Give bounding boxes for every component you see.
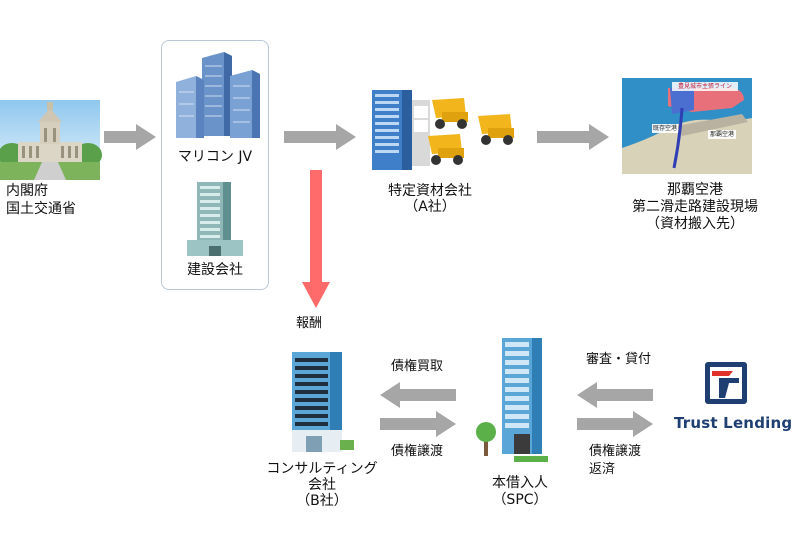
airport-map: 豊見城市主張ライン 既存空港 那覇空港 bbox=[622, 78, 752, 174]
debt-purchase-arrow bbox=[380, 382, 456, 408]
spc-label: 本借入人 （SPC） bbox=[492, 475, 548, 508]
debt-transfer-left-arrow bbox=[380, 411, 456, 437]
map-route-label: 豊見城市主張ライン bbox=[677, 83, 732, 90]
debt-transfer-left-label: 債権譲渡 bbox=[391, 444, 444, 459]
trust-lending-label: Trust Lending bbox=[674, 414, 793, 432]
office-towers-icon bbox=[176, 52, 260, 138]
repay-label: 返済 bbox=[589, 462, 616, 477]
airport-label: 那覇空港 第二滑走路建設現場 （資材搬入先） bbox=[632, 182, 758, 232]
construction-company-building-icon bbox=[187, 182, 243, 256]
arrow-materials-to-airport bbox=[537, 124, 609, 150]
debt-transfer-right-arrow bbox=[577, 411, 653, 437]
construction-company-label: 建設会社 bbox=[187, 262, 243, 278]
map-existing-airport-label: 既存空港 bbox=[652, 125, 677, 132]
arrow-gov-to-jv bbox=[104, 124, 156, 150]
arrow-jv-to-materials bbox=[284, 124, 356, 150]
debt-purchase-label: 債権買取 bbox=[391, 359, 444, 374]
materials-company-icon bbox=[372, 90, 514, 170]
reward-label: 報酬 bbox=[296, 316, 323, 331]
consulting-company-building-icon bbox=[292, 352, 354, 452]
reward-arrow bbox=[302, 170, 330, 308]
materials-company-label: 特定資材会社 （A社） bbox=[388, 183, 472, 215]
spc-building-icon bbox=[476, 338, 548, 462]
map-naha-airport-label: 那覇空港 bbox=[709, 131, 734, 138]
trust-lending-logo-icon bbox=[705, 362, 747, 404]
contractor-group-box bbox=[161, 40, 269, 290]
debt-transfer-right-label: 債権譲渡 bbox=[589, 444, 642, 459]
consulting-company-label: コンサルティング 会社 （B社） bbox=[266, 461, 378, 509]
review-loan-arrow bbox=[577, 382, 653, 408]
government-label: 内閣府 国土交通省 bbox=[6, 183, 76, 217]
marikon-jv-label: マリコン JV bbox=[177, 149, 253, 165]
review-loan-label: 審査・貸付 bbox=[586, 352, 652, 367]
parliament-building-icon bbox=[0, 100, 102, 180]
